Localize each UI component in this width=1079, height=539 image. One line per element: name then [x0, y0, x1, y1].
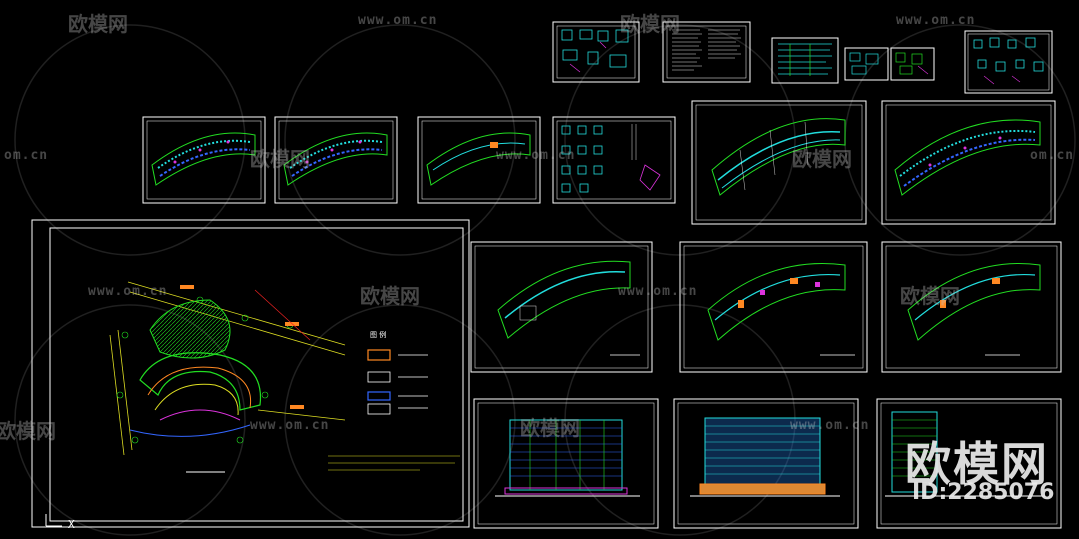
- watermark-logo-large: 欧模网: [905, 437, 1049, 491]
- watermark-id: ID:2285076: [912, 480, 1055, 505]
- sheet-details-2[interactable]: [844, 47, 889, 81]
- sheet-floor-plan-4[interactable]: [691, 100, 867, 225]
- sheet-details-1[interactable]: [552, 21, 640, 83]
- sheet-notes[interactable]: [662, 21, 751, 83]
- sheet-elevation-3[interactable]: [876, 398, 1062, 529]
- sheet-floor-plan-3[interactable]: [417, 116, 541, 204]
- sheet-floor-plan-5[interactable]: [881, 100, 1056, 225]
- sheet-details-5[interactable]: [552, 116, 676, 204]
- sheet-floor-plan-7[interactable]: [679, 241, 868, 373]
- legend-title: 图 例: [370, 330, 386, 339]
- ucs-icon: [45, 514, 62, 527]
- ucs-x-label: X: [68, 518, 75, 531]
- sheet-floor-plan-1[interactable]: [142, 116, 266, 204]
- sheet-details-3[interactable]: [890, 47, 935, 81]
- sheet-floor-plan-2[interactable]: [274, 116, 398, 204]
- sheet-floor-plan-6[interactable]: [470, 241, 653, 373]
- sheet-details-4[interactable]: [964, 30, 1053, 94]
- sheet-floor-plan-8[interactable]: [881, 241, 1062, 373]
- sheet-site-plan[interactable]: 图 例: [31, 219, 470, 528]
- sheet-schedule[interactable]: [771, 37, 839, 84]
- sheet-elevation-1[interactable]: [473, 398, 659, 529]
- sheet-elevation-2[interactable]: [673, 398, 859, 529]
